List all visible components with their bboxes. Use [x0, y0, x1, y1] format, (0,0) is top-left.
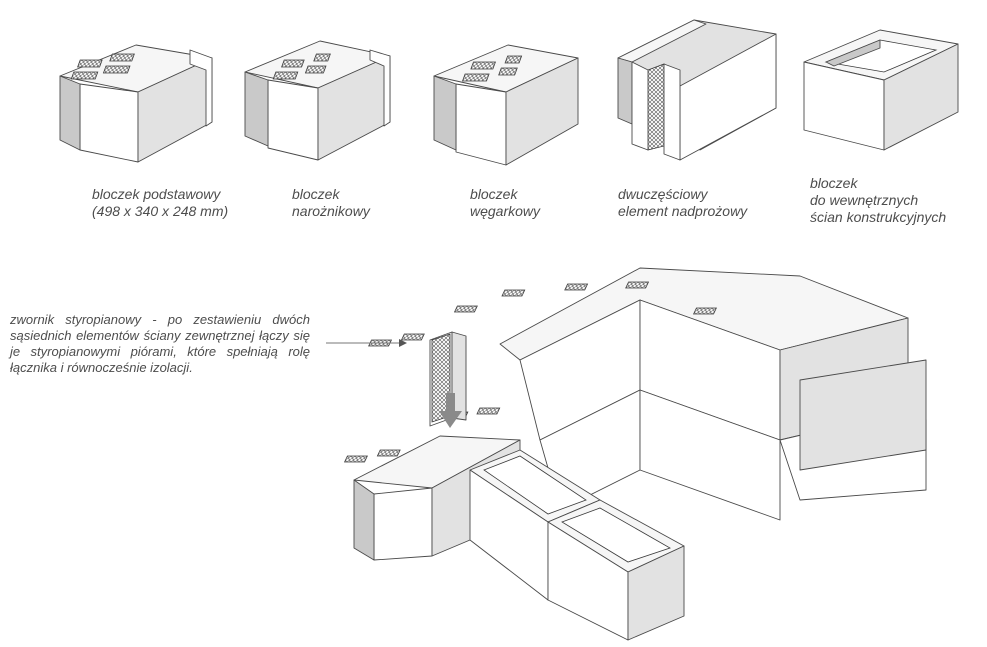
wall-assembly: [343, 267, 927, 641]
block-lintel: [617, 19, 777, 161]
caption-line: ścian konstrukcyjnych: [810, 209, 947, 225]
caption-line: bloczek: [810, 175, 858, 191]
caption-block-interior: bloczek do wewnętrznych ścian konstrukcy…: [810, 175, 946, 226]
caption-line: element nadprożowy: [618, 203, 748, 219]
caption-line: bloczek: [292, 186, 340, 202]
down-arrow: [439, 393, 462, 428]
caption-line: bloczek: [470, 186, 518, 202]
caption-line: (498 x 340 x 248 mm): [92, 203, 229, 219]
block-corner: [244, 40, 391, 161]
caption-line: węgarkowy: [470, 203, 541, 219]
connector-callout-text: zwornik styropianowy - po zestawieniu dw…: [10, 312, 310, 375]
caption-block-jamb: bloczek węgarkowy: [470, 186, 540, 220]
caption-line: dwuczęściowy: [618, 186, 708, 202]
caption-line: bloczek podstawowy: [92, 186, 221, 202]
block-jamb: [433, 44, 579, 166]
caption-block-corner: bloczek narożnikowy: [292, 186, 370, 220]
block-interior: [803, 29, 959, 151]
caption-block-lintel: dwuczęściowy element nadprożowy: [618, 186, 747, 220]
block-basic: [59, 44, 213, 163]
caption-block-basic: bloczek podstawowy (498 x 340 x 248 mm): [92, 186, 228, 220]
caption-line: do wewnętrznych: [810, 192, 919, 208]
caption-line: narożnikowy: [292, 203, 370, 219]
